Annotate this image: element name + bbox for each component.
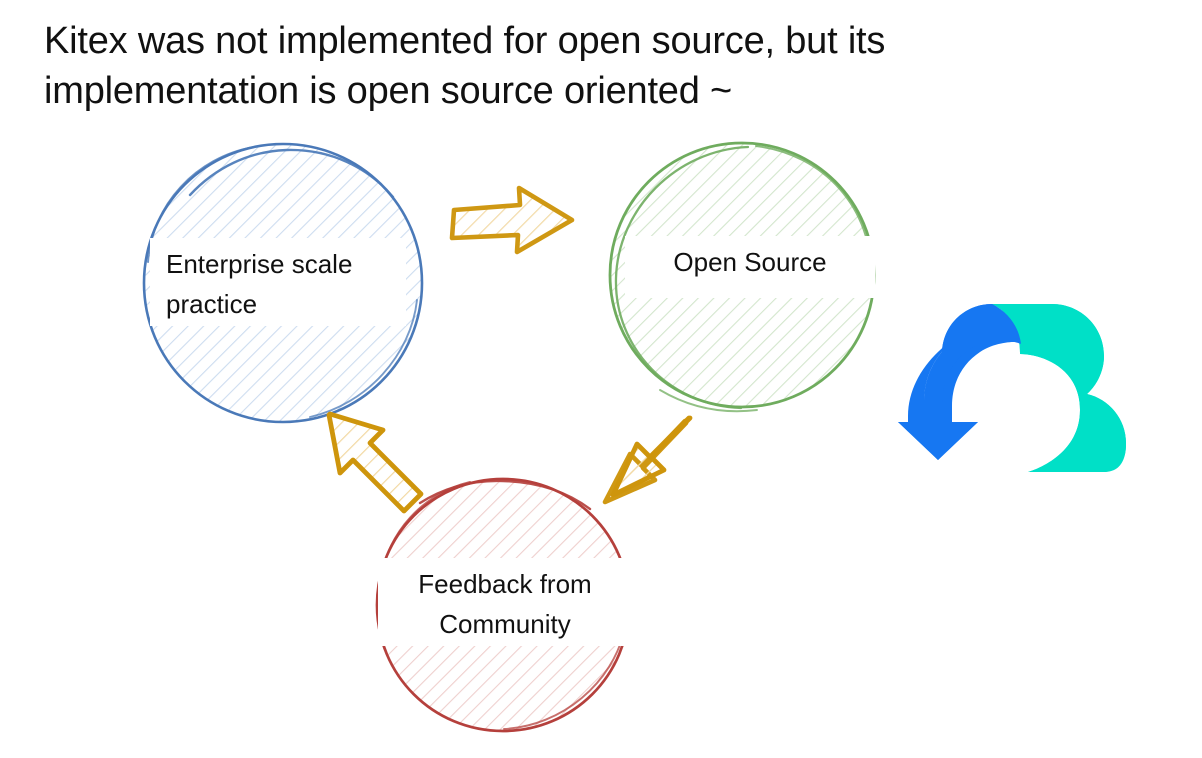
node-label-line-1: Feedback from — [418, 569, 592, 599]
node-label-line-2: Community — [439, 609, 571, 639]
node-label-enterprise-scale-practice: Enterprise scale practice — [150, 238, 406, 326]
cloudwego-logo — [880, 282, 1150, 472]
node-label-line-1: Open Source — [673, 247, 827, 277]
node-label-line-2: practice — [166, 289, 258, 319]
arrow-opensource-to-feedback — [602, 415, 693, 505]
node-label-open-source: Open Source — [625, 236, 875, 298]
arrow-feedback-to-enterprise — [326, 411, 424, 514]
cloud-teal-shape — [992, 304, 1126, 472]
arrow-enterprise-to-opensource — [449, 185, 575, 255]
cloudwego-logo-svg — [898, 304, 1126, 472]
title-line-2: implementation is open source oriented ~ — [44, 70, 733, 112]
title-line-1: Kitex was not implemented for open sourc… — [44, 20, 886, 62]
node-label-line-1: Enterprise scale — [166, 249, 353, 279]
node-label-feedback-from-community: Feedback from Community — [378, 558, 632, 646]
cloud-blue-arrow-shape — [898, 304, 1021, 460]
page-title: Kitex was not implemented for open sourc… — [44, 16, 1134, 116]
